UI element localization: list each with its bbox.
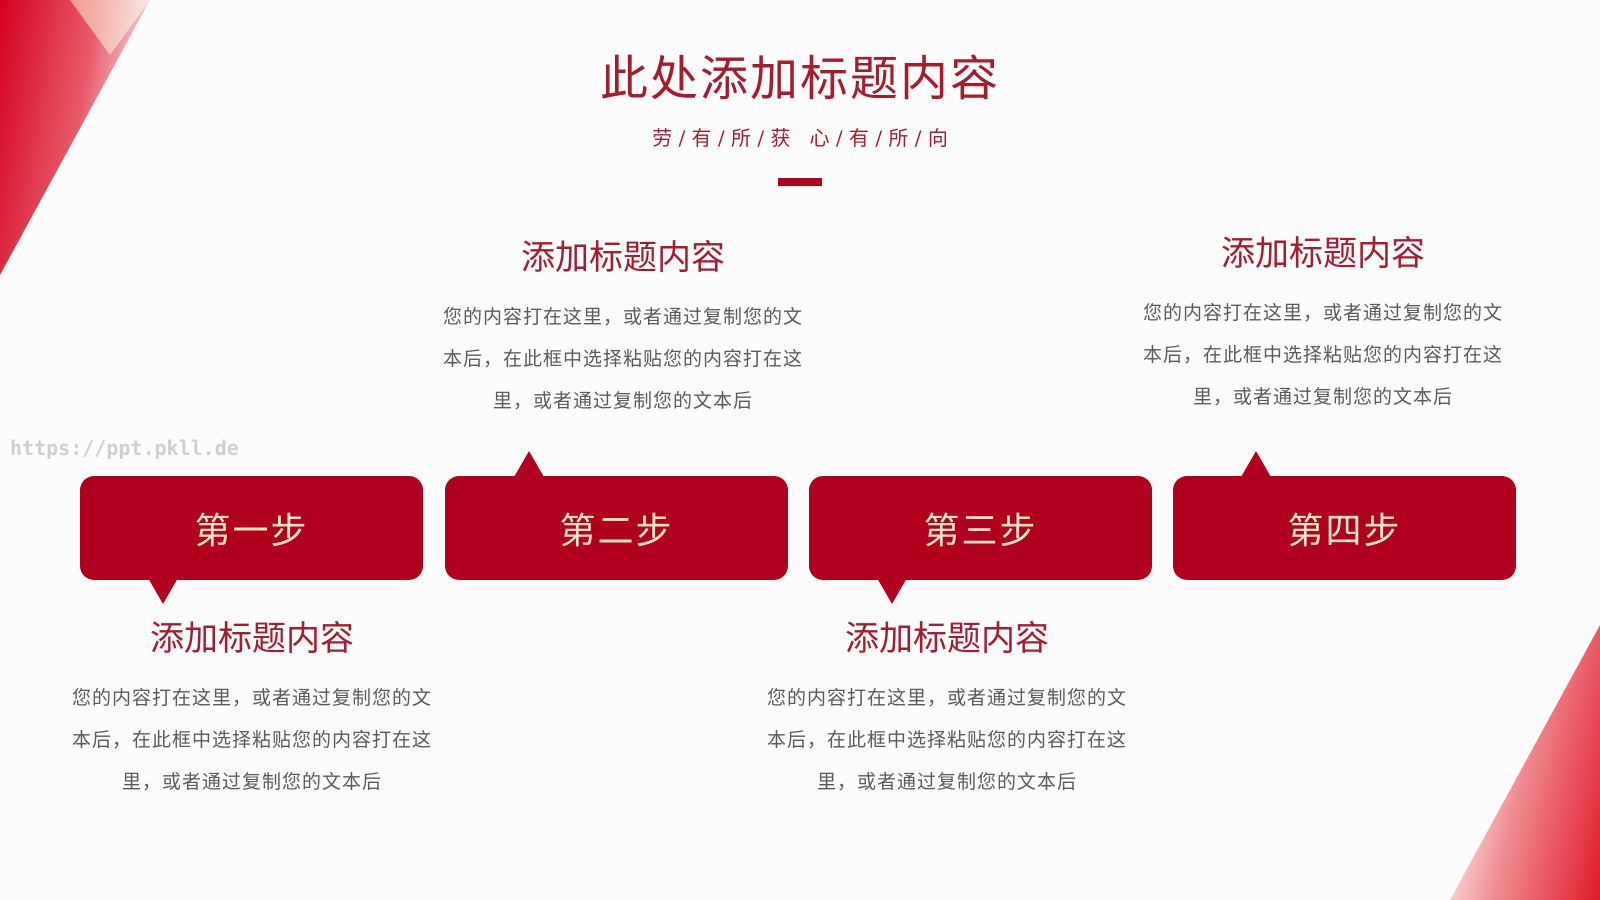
step-4-heading: 添加标题内容 [1221, 234, 1425, 274]
step-1-heading: 添加标题内容 [150, 619, 354, 659]
step-3-heading: 添加标题内容 [845, 619, 1049, 659]
step-1-text: 您的内容打在这里，或者通过复制您的文本后，在此框中选择粘贴您的内容打在这里，或者… [72, 687, 433, 793]
watermark: https://ppt.pkll.de [10, 436, 239, 460]
corner-decoration-top-left [0, 0, 150, 275]
step-2-heading: 添加标题内容 [521, 238, 725, 278]
step-1-pointer [148, 578, 178, 604]
step-2-block: 添加标题内容 您的内容打在这里，或者通过复制您的文本后，在此框中选择粘贴您的内容… [443, 236, 803, 422]
step-2-label: 第二步 [559, 511, 674, 552]
step-2-text: 您的内容打在这里，或者通过复制您的文本后，在此框中选择粘贴您的内容打在这里，或者… [443, 306, 804, 412]
step-3-text: 您的内容打在这里，或者通过复制您的文本后，在此框中选择粘贴您的内容打在这里，或者… [767, 687, 1128, 793]
page-title: 此处添加标题内容 [599, 51, 1000, 107]
step-3-pointer [877, 578, 907, 604]
step-4-block: 添加标题内容 您的内容打在这里，或者通过复制您的文本后，在此框中选择粘贴您的内容… [1143, 232, 1503, 418]
page-subtitle: 劳 / 有 / 所 / 获 心 / 有 / 所 / 向 [652, 126, 948, 150]
step-4-text: 您的内容打在这里，或者通过复制您的文本后，在此框中选择粘贴您的内容打在这里，或者… [1143, 302, 1504, 408]
step-2-box: 第二步 [445, 476, 788, 580]
step-3-box: 第三步 [809, 476, 1152, 580]
step-1-block: 添加标题内容 您的内容打在这里，或者通过复制您的文本后，在此框中选择粘贴您的内容… [72, 617, 432, 803]
corner-decoration-bottom-right [1450, 625, 1600, 900]
step-4-box: 第四步 [1173, 476, 1516, 580]
step-4-label: 第四步 [1287, 511, 1402, 552]
step-1-label: 第一步 [194, 511, 309, 552]
step-3-label: 第三步 [923, 511, 1038, 552]
step-1-box: 第一步 [80, 476, 423, 580]
step-2-pointer [514, 451, 544, 477]
step-4-pointer [1241, 451, 1271, 477]
title-divider [778, 178, 822, 186]
step-3-block: 添加标题内容 您的内容打在这里，或者通过复制您的文本后，在此框中选择粘贴您的内容… [767, 617, 1127, 803]
